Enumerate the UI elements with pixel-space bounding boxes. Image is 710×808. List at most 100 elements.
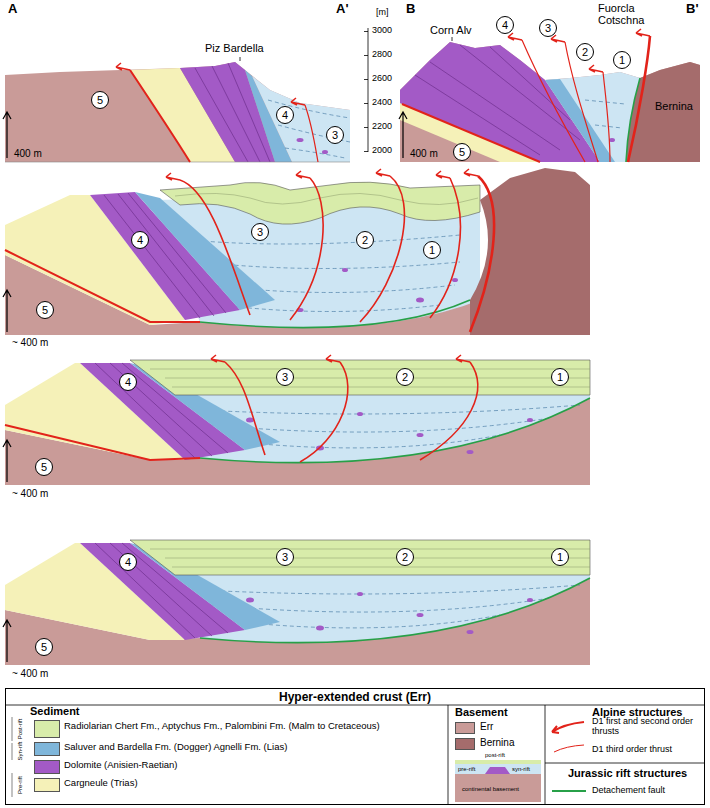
callout-circle: 5 <box>35 638 53 656</box>
callout-number: 2 <box>362 234 368 246</box>
legend-inset <box>455 774 541 802</box>
section-b <box>589 65 603 72</box>
legend-frame <box>5 705 705 805</box>
restored-section-deformed <box>180 180 250 315</box>
inset-label: post-rift <box>485 752 505 759</box>
scale-label: ~ 400 m <box>12 488 48 499</box>
restored-section-thrusted <box>3 360 590 485</box>
restored-section-deformed <box>290 178 323 320</box>
callout-number: 5 <box>41 461 47 473</box>
callout-number: 4 <box>502 19 508 31</box>
restored-section-rift <box>3 620 11 662</box>
section-b <box>545 79 615 162</box>
restored-section-rift <box>467 630 474 634</box>
callout-circle: 4 <box>119 373 137 391</box>
callout-circle: 1 <box>423 241 441 259</box>
restored-section-deformed <box>436 171 450 178</box>
section-letter: B' <box>686 2 698 16</box>
legend-frame <box>12 717 13 797</box>
restored-section-deformed <box>160 182 480 224</box>
restored-section-rift <box>417 613 424 617</box>
callout-circle: 5 <box>35 458 53 476</box>
legend-line-sample <box>552 790 586 792</box>
section-a <box>3 57 350 162</box>
callout-number: 4 <box>125 376 131 388</box>
nappe-name: Bernina <box>655 100 693 112</box>
legend-swatch <box>34 720 60 738</box>
legend-text: Bernina <box>480 737 514 748</box>
restored-section-thrusted <box>420 362 478 460</box>
callout-circle: 5 <box>453 143 471 161</box>
legend-swatch <box>34 778 60 792</box>
callout-number: 5 <box>459 146 465 158</box>
callout-number: 4 <box>137 234 143 246</box>
restored-section-deformed <box>464 169 478 176</box>
restored-section-rift <box>200 578 590 643</box>
callout-circle: 4 <box>119 553 137 571</box>
elevation-tick: 2400 <box>372 98 392 108</box>
restored-section-rift <box>246 598 254 603</box>
section-a <box>240 57 241 61</box>
elevation-axis <box>364 28 368 152</box>
section-letter: B <box>406 2 415 16</box>
scale-label: 400 m <box>14 148 42 159</box>
elevation-tick: 3000 <box>372 26 392 36</box>
callout-circle: 3 <box>251 223 269 241</box>
scale-label: ~ 400 m <box>12 337 48 348</box>
elevation-axis <box>364 28 368 152</box>
section-letter: A' <box>336 2 348 16</box>
callout-number: 1 <box>619 54 625 66</box>
section-a <box>130 70 190 162</box>
callout-circle: 4 <box>496 16 514 34</box>
legend-line-sample <box>550 716 588 736</box>
section-a <box>268 100 350 158</box>
section-a <box>195 63 270 162</box>
section-b <box>585 100 625 128</box>
section-b <box>603 72 610 162</box>
restored-section-deformed <box>360 176 404 322</box>
legend-line-sample <box>554 745 584 752</box>
callout-number: 3 <box>332 129 338 141</box>
callout-number: 4 <box>282 109 288 121</box>
elevation-tick: 2800 <box>372 50 392 60</box>
callout-circle: 5 <box>36 301 54 319</box>
callout-number: 3 <box>257 226 263 238</box>
callout-circle: 1 <box>551 368 569 386</box>
section-a <box>5 162 350 163</box>
axis-unit: [m] <box>376 8 389 18</box>
legend-heading: Jurassic rift structures <box>568 767 687 779</box>
rift-stage: Pre-rift <box>17 776 24 794</box>
section-a <box>305 105 318 162</box>
restored-section-deformed <box>200 300 470 328</box>
peak-name: Corn Alv <box>430 24 472 36</box>
callout-circle: 1 <box>551 548 569 566</box>
section-a <box>291 98 305 105</box>
section-b <box>636 29 650 36</box>
section-b <box>508 33 522 40</box>
restored-section-thrusted <box>300 362 348 462</box>
elevation-tick: 2200 <box>372 122 392 132</box>
restored-section-deformed <box>175 193 478 204</box>
callout-number: 3 <box>545 22 551 34</box>
callout-number: 2 <box>402 551 408 563</box>
scale-label: 400 m <box>410 148 438 159</box>
callout-circle: 3 <box>326 126 344 144</box>
pass-name: Fuorcla Cotschna <box>598 2 652 26</box>
legend-line-sample <box>550 786 588 796</box>
peak-name: Piz Bardella <box>205 42 264 54</box>
legend-text: Radiolarian Chert Fm., Aptychus Fm., Pal… <box>64 721 444 731</box>
legend-inset <box>455 760 541 764</box>
section-a <box>5 62 350 162</box>
callout-number: 1 <box>557 371 563 383</box>
legend-frame <box>5 705 705 805</box>
callout-circle: 4 <box>276 106 294 124</box>
restored-section-deformed <box>376 169 390 176</box>
callout-circle: 2 <box>396 368 414 386</box>
restored-section-thrusted <box>456 355 470 362</box>
section-b <box>402 104 540 162</box>
restored-section-deformed <box>5 250 200 322</box>
restored-section-rift <box>527 598 533 602</box>
callout-circle: 3 <box>276 548 294 566</box>
section-a <box>322 150 328 154</box>
